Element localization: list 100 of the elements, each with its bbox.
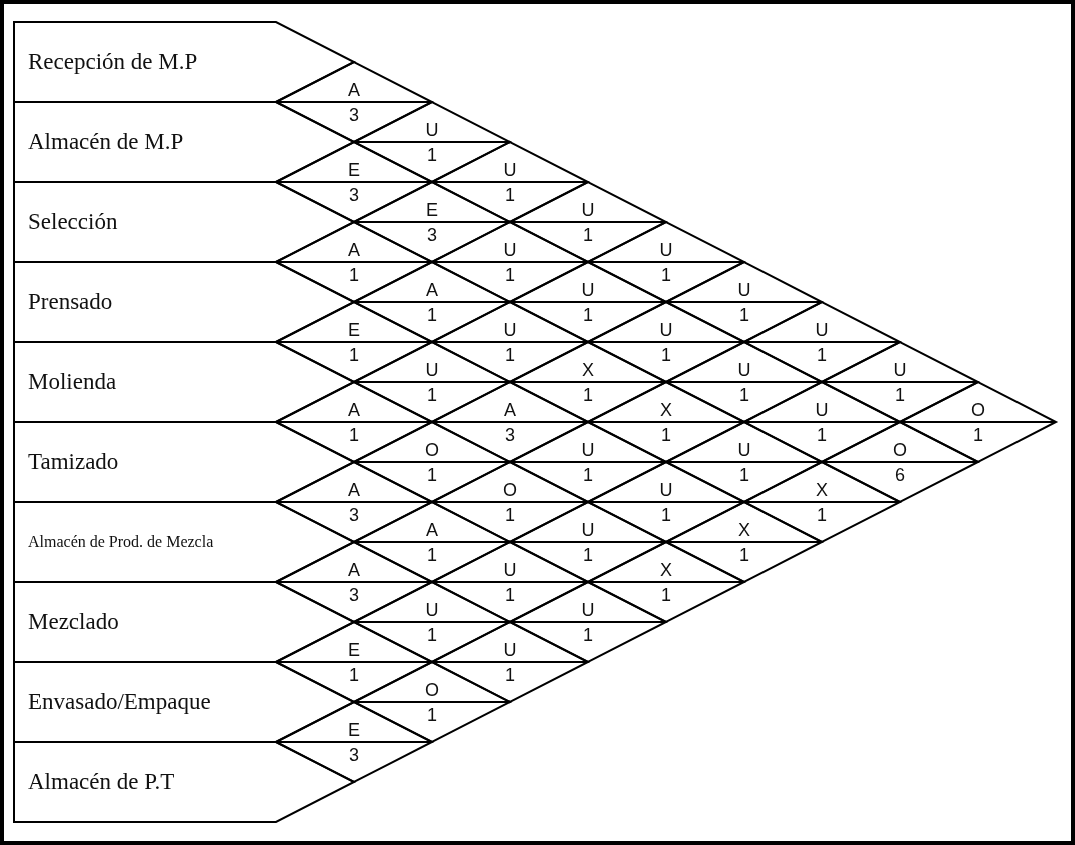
closeness-code: X	[737, 521, 751, 539]
department-label: Almacén de Prod. de Mezcla	[28, 533, 214, 551]
reason-code: 1	[660, 266, 672, 284]
closeness-code: A	[425, 281, 439, 299]
reason-code: 1	[426, 146, 438, 164]
closeness-code: A	[503, 401, 517, 419]
reason-code: 1	[348, 666, 360, 684]
reason-code: 1	[504, 586, 516, 604]
reason-code: 1	[738, 386, 750, 404]
closeness-code: A	[347, 481, 361, 499]
reason-code: 1	[738, 466, 750, 484]
reason-code: 1	[426, 306, 438, 324]
reason-code: 1	[348, 266, 360, 284]
closeness-code: E	[347, 721, 361, 739]
reason-code: 1	[348, 426, 360, 444]
reason-code: 1	[660, 586, 672, 604]
department-label: Tamizado	[28, 449, 119, 475]
closeness-code: X	[581, 361, 595, 379]
reason-code: 3	[348, 106, 360, 124]
closeness-code: A	[347, 401, 361, 419]
closeness-code: U	[502, 161, 518, 179]
reason-code: 1	[426, 626, 438, 644]
closeness-code: U	[736, 281, 752, 299]
closeness-code: X	[659, 401, 673, 419]
closeness-code: U	[424, 361, 440, 379]
closeness-code: A	[425, 521, 439, 539]
closeness-code: A	[347, 241, 361, 259]
closeness-code: O	[502, 481, 518, 499]
reason-code: 1	[348, 346, 360, 364]
department-label: Almacén de P.T	[28, 769, 175, 795]
reason-code: 1	[582, 546, 594, 564]
reason-code: 1	[582, 386, 594, 404]
department-label: Selección	[28, 209, 118, 235]
closeness-code: U	[502, 241, 518, 259]
reason-code: 1	[504, 266, 516, 284]
closeness-code: U	[502, 641, 518, 659]
department-label: Almacén de M.P	[28, 129, 184, 155]
reason-code: 1	[738, 546, 750, 564]
closeness-code: E	[347, 161, 361, 179]
closeness-code: O	[970, 401, 986, 419]
closeness-code: U	[736, 441, 752, 459]
closeness-code: X	[659, 561, 673, 579]
department-label: Recepción de M.P	[28, 49, 198, 75]
closeness-code: U	[736, 361, 752, 379]
reason-code: 1	[582, 226, 594, 244]
closeness-code: U	[580, 281, 596, 299]
department-label: Mezclado	[28, 609, 119, 635]
reason-code: 1	[426, 466, 438, 484]
reason-code: 1	[972, 426, 984, 444]
closeness-code: U	[424, 601, 440, 619]
closeness-code: U	[502, 561, 518, 579]
closeness-code: U	[814, 401, 830, 419]
closeness-code: U	[658, 241, 674, 259]
closeness-code: E	[425, 201, 439, 219]
reason-code: 1	[738, 306, 750, 324]
department-label: Prensado	[28, 289, 113, 315]
department-label: Molienda	[28, 369, 117, 395]
closeness-code: U	[424, 121, 440, 139]
reason-code: 3	[348, 506, 360, 524]
reason-code: 1	[582, 626, 594, 644]
closeness-code: X	[815, 481, 829, 499]
reason-code: 1	[504, 346, 516, 364]
closeness-code: U	[580, 521, 596, 539]
closeness-code: U	[892, 361, 908, 379]
reason-code: 1	[426, 546, 438, 564]
closeness-code: U	[814, 321, 830, 339]
reason-code: 1	[426, 706, 438, 724]
closeness-code: A	[347, 561, 361, 579]
closeness-code: O	[892, 441, 908, 459]
closeness-code: U	[658, 481, 674, 499]
reason-code: 1	[504, 186, 516, 204]
reason-code: 1	[660, 346, 672, 364]
reason-code: 3	[504, 426, 516, 444]
closeness-code: A	[347, 81, 361, 99]
reason-code: 1	[504, 666, 516, 684]
reason-code: 1	[660, 426, 672, 444]
reason-code: 1	[582, 466, 594, 484]
reason-code: 1	[816, 346, 828, 364]
reason-code: 6	[894, 466, 906, 484]
reason-code: 3	[348, 746, 360, 764]
closeness-code: U	[658, 321, 674, 339]
reason-code: 1	[426, 386, 438, 404]
closeness-code: E	[347, 321, 361, 339]
reason-code: 3	[426, 226, 438, 244]
reason-code: 3	[348, 186, 360, 204]
closeness-code: U	[580, 441, 596, 459]
closeness-code: O	[424, 441, 440, 459]
reason-code: 3	[348, 586, 360, 604]
department-label: Envasado/Empaque	[28, 689, 211, 715]
reason-code: 1	[816, 426, 828, 444]
reason-code: 1	[816, 506, 828, 524]
closeness-code: U	[502, 321, 518, 339]
reason-code: 1	[660, 506, 672, 524]
closeness-code: U	[580, 201, 596, 219]
reason-code: 1	[894, 386, 906, 404]
reason-code: 1	[504, 506, 516, 524]
closeness-code: O	[424, 681, 440, 699]
closeness-code: E	[347, 641, 361, 659]
reason-code: 1	[582, 306, 594, 324]
closeness-code: U	[580, 601, 596, 619]
